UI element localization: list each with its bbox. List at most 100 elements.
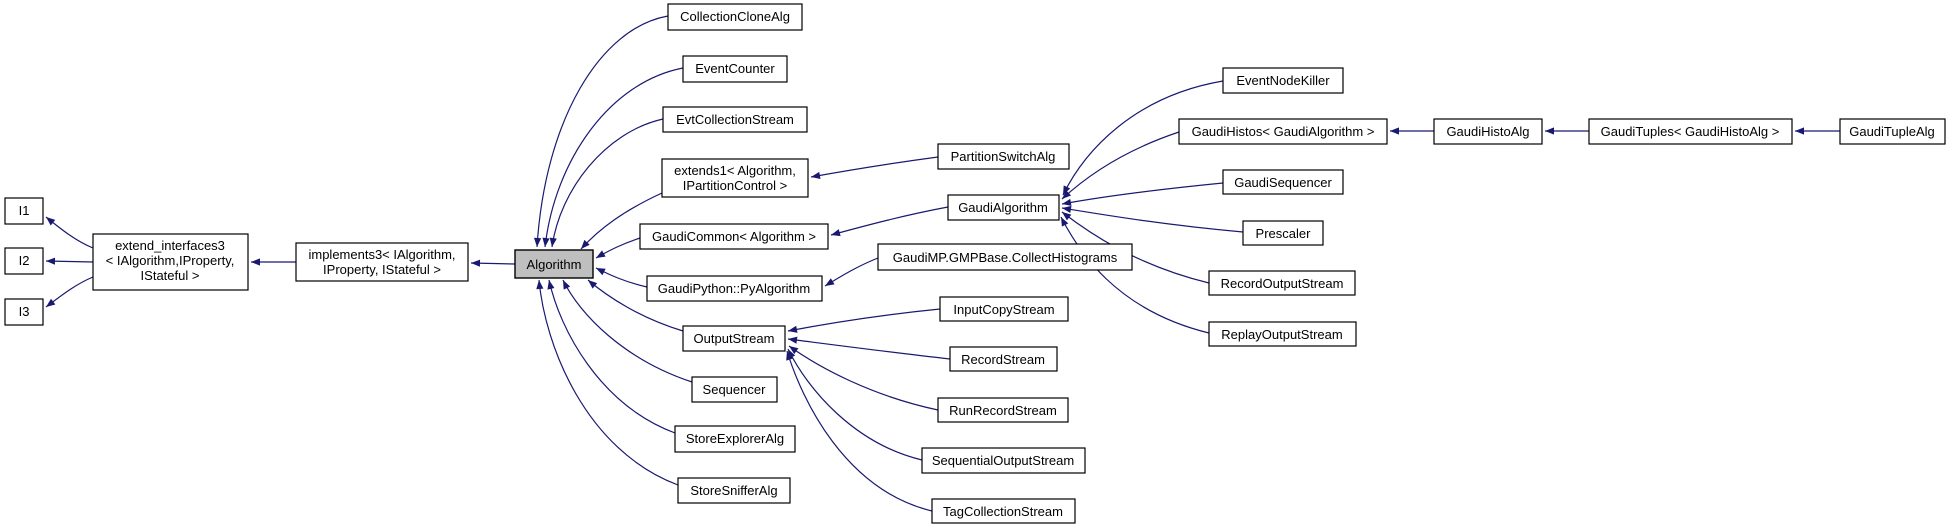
edge-partition-switch-alg-to-extends1 (810, 156, 939, 179)
node-gaudi-common[interactable]: GaudiCommon< Algorithm > (639, 223, 829, 250)
node-implements3-box (295, 242, 469, 282)
node-sequential-output-stream-box (921, 447, 1086, 474)
node-extends1-label-line2: IPartitionControl > (683, 178, 787, 193)
node-i1[interactable]: I1 (4, 197, 44, 225)
node-partition-switch-alg-label: PartitionSwitchAlg (951, 149, 1056, 164)
edge-output-stream-to-algorithm (587, 279, 684, 332)
node-prescaler[interactable]: Prescaler (1242, 220, 1324, 246)
node-partition-switch-alg[interactable]: PartitionSwitchAlg (937, 143, 1070, 170)
edge-gaudi-histos-to-gaudi-algorithm (1061, 131, 1180, 200)
node-gaudi-python-py-algorithm-label: GaudiPython::PyAlgorithm (658, 281, 810, 296)
node-sequencer-box (691, 376, 778, 403)
node-record-stream-label: RecordStream (961, 352, 1045, 367)
node-gaudi-tuples[interactable]: GaudiTuples< GaudiHistoAlg > (1588, 118, 1793, 145)
node-store-sniffer-alg-label: StoreSnifferAlg (690, 483, 777, 498)
node-gaudi-tuples-label: GaudiTuples< GaudiHistoAlg > (1601, 124, 1780, 139)
node-tag-collection-stream[interactable]: TagCollectionStream (931, 498, 1076, 524)
node-record-output-stream-label: RecordOutputStream (1221, 276, 1344, 291)
node-gaudi-mp-collect-histograms-label: GaudiMP.GMPBase.CollectHistograms (893, 250, 1118, 265)
node-replay-output-stream-box (1208, 321, 1357, 347)
edge-algorithm-to-implements3 (470, 259, 516, 267)
node-i2-label: I2 (19, 253, 30, 268)
node-evt-collection-stream-label: EvtCollectionStream (676, 112, 794, 127)
node-record-output-stream-box (1208, 270, 1356, 296)
node-gaudi-sequencer-label: GaudiSequencer (1234, 175, 1332, 190)
node-implements3-label-line1: implements3< IAlgorithm, (308, 247, 455, 262)
node-gaudi-sequencer[interactable]: GaudiSequencer (1222, 169, 1344, 195)
edge-gaudi-common-to-algorithm (595, 237, 641, 259)
node-gaudi-algorithm-label: GaudiAlgorithm (958, 200, 1048, 215)
node-gaudi-tuple-alg[interactable]: GaudiTupleAlg (1839, 118, 1946, 145)
node-gaudi-algorithm[interactable]: GaudiAlgorithm (947, 194, 1060, 221)
node-store-sniffer-alg[interactable]: StoreSnifferAlg (677, 477, 791, 504)
node-gaudi-algorithm-box (947, 194, 1060, 221)
node-sequencer[interactable]: Sequencer (691, 376, 778, 403)
node-gaudi-sequencer-box (1222, 169, 1344, 195)
node-input-copy-stream-box (939, 296, 1069, 322)
edge-extends1-to-algorithm (580, 192, 663, 250)
node-gaudi-tuples-box (1588, 118, 1793, 145)
node-partition-switch-alg-box (937, 143, 1070, 170)
node-record-stream[interactable]: RecordStream (949, 346, 1058, 372)
node-event-counter[interactable]: EventCounter (682, 55, 788, 83)
node-extend-interfaces3[interactable]: extend_interfaces3 < IAlgorithm,IPropert… (92, 233, 249, 291)
edge-extend-interfaces3-to-i3 (45, 276, 94, 308)
node-i1-box (4, 197, 44, 225)
node-gaudi-tuple-alg-label: GaudiTupleAlg (1849, 124, 1935, 139)
node-evt-collection-stream-box (662, 106, 808, 133)
node-run-record-stream-label: RunRecordStream (949, 403, 1057, 418)
node-evt-collection-stream[interactable]: EvtCollectionStream (662, 106, 808, 133)
edge-store-sniffer-alg-to-algorithm (536, 279, 679, 486)
node-prescaler-label: Prescaler (1256, 226, 1312, 241)
node-collection-clone-alg-box (667, 3, 803, 31)
edge-extend-interfaces3-to-i2 (45, 257, 94, 265)
node-replay-output-stream[interactable]: ReplayOutputStream (1208, 321, 1357, 347)
edge-evt-collection-stream-to-algorithm (549, 118, 664, 248)
node-gaudi-python-py-algorithm[interactable]: GaudiPython::PyAlgorithm (646, 275, 823, 302)
node-record-output-stream[interactable]: RecordOutputStream (1208, 270, 1356, 296)
node-event-node-killer[interactable]: EventNodeKiller (1222, 67, 1344, 94)
node-implements3[interactable]: implements3< IAlgorithm, IProperty, ISta… (295, 242, 469, 282)
node-output-stream-box (682, 325, 786, 352)
node-extends1-box (661, 158, 809, 198)
node-store-explorer-alg[interactable]: StoreExplorerAlg (674, 425, 796, 453)
node-i2[interactable]: I2 (4, 247, 44, 275)
edge-event-counter-to-algorithm (542, 67, 684, 248)
node-gaudi-tuple-alg-box (1839, 118, 1946, 145)
node-event-node-killer-label: EventNodeKiller (1236, 73, 1330, 88)
node-extend-interfaces3-label-line2: < IAlgorithm,IProperty, (106, 253, 235, 268)
node-gaudi-python-py-algorithm-box (646, 275, 823, 302)
node-i3-label: I3 (19, 304, 30, 319)
node-collection-clone-alg[interactable]: CollectionCloneAlg (667, 3, 803, 31)
node-gaudi-histos-label: GaudiHistos< GaudiAlgorithm > (1192, 124, 1375, 139)
node-i2-box (4, 247, 44, 275)
node-output-stream[interactable]: OutputStream (682, 325, 786, 352)
node-gaudi-histos[interactable]: GaudiHistos< GaudiAlgorithm > (1178, 118, 1388, 145)
edges (45, 15, 1840, 512)
node-gaudi-histo-alg[interactable]: GaudiHistoAlg (1433, 118, 1543, 145)
node-output-stream-label: OutputStream (694, 331, 775, 346)
node-input-copy-stream[interactable]: InputCopyStream (939, 296, 1069, 322)
node-extends1-label-line1: extends1< Algorithm, (674, 163, 796, 178)
node-input-copy-stream-label: InputCopyStream (953, 302, 1054, 317)
edge-prescaler-to-gaudi-algorithm (1061, 205, 1244, 233)
node-event-counter-box (682, 55, 788, 83)
node-replay-output-stream-label: ReplayOutputStream (1221, 327, 1342, 342)
node-gaudi-mp-collect-histograms[interactable]: GaudiMP.GMPBase.CollectHistograms (877, 243, 1133, 271)
node-gaudi-histo-alg-box (1433, 118, 1543, 145)
edge-input-copy-stream-to-output-stream (787, 308, 941, 333)
node-algorithm[interactable]: Algorithm (514, 249, 594, 279)
node-prescaler-box (1242, 220, 1324, 246)
node-sequencer-label: Sequencer (703, 382, 767, 397)
node-gaudi-mp-collect-histograms-box (877, 243, 1133, 271)
edge-sequencer-to-algorithm (562, 279, 693, 383)
node-run-record-stream[interactable]: RunRecordStream (937, 397, 1069, 423)
node-i3[interactable]: I3 (4, 298, 44, 326)
edge-replay-output-stream-to-gaudi-algorithm (1060, 216, 1210, 334)
node-collection-clone-alg-label: CollectionCloneAlg (680, 9, 790, 24)
node-sequential-output-stream[interactable]: SequentialOutputStream (921, 447, 1086, 474)
node-extends1[interactable]: extends1< Algorithm, IPartitionControl > (661, 158, 809, 198)
node-store-explorer-alg-box (674, 425, 796, 453)
node-implements3-label-line2: IProperty, IStateful > (323, 262, 441, 277)
